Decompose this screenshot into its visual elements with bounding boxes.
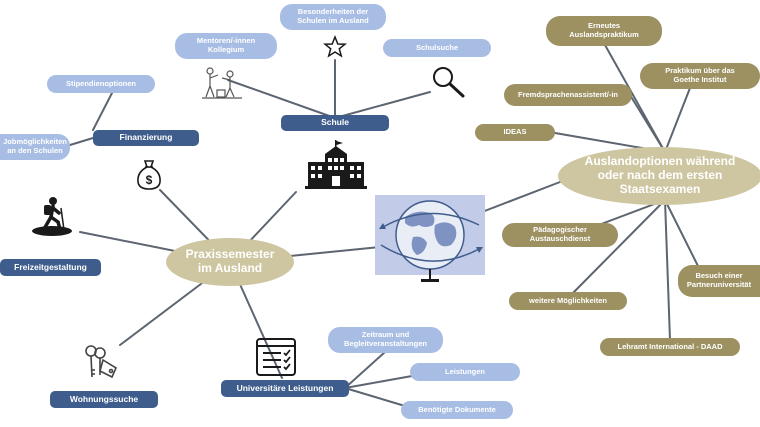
hub-praxissemester[interactable]: Praxissemester im Ausland [166, 238, 294, 286]
node-wohnungssuche[interactable]: Wohnungssuche [50, 391, 158, 408]
hub-auslandoptionen[interactable]: Auslandoptionen während oder nach dem er… [558, 147, 760, 205]
magnifier-icon [433, 67, 465, 98]
node-finanzierung[interactable]: Finanzierung [93, 130, 199, 146]
school-building-icon [305, 140, 367, 189]
node-mentoren[interactable]: Mentoren/-innen Kollegium [175, 33, 277, 59]
node-besonderheiten[interactable]: Besonderheiten der Schulen im Ausland [280, 4, 386, 30]
node-jobmoeglichkeiten[interactable]: Jobmöglichkeiten an den Schulen [0, 134, 70, 160]
star-icon [323, 35, 347, 58]
node-paedagogischer-austauschdienst[interactable]: Pädagogischer Austauschdienst [502, 223, 618, 247]
node-stipendienoptionen[interactable]: Stipendienoptionen [47, 75, 155, 93]
money-bag-icon: $ [137, 160, 161, 190]
globe-icon [375, 195, 485, 282]
node-praktikum-goethe[interactable]: Praktikum über das Goethe Institut [640, 63, 760, 89]
node-besuch-partneruniversitaet[interactable]: Besuch einer Partneruniversität [678, 265, 760, 297]
node-leistungen[interactable]: Leistungen [410, 363, 520, 381]
node-benoetigte-dokumente[interactable]: Benötigte Dokumente [401, 401, 513, 419]
node-schule[interactable]: Schule [281, 115, 389, 131]
node-lehramt-international[interactable]: Lehramt International - DAAD [600, 338, 740, 356]
mentoring-icon [202, 67, 242, 99]
checklist-icon [256, 338, 296, 376]
node-schulsuche[interactable]: Schulsuche [383, 39, 491, 57]
node-weitere-moeglichkeiten[interactable]: weitere Möglichkeiten [509, 292, 627, 310]
node-fremdsprachenassistent[interactable]: Fremdsprachenassistent/-in [504, 84, 632, 106]
keys-icon [85, 345, 118, 379]
node-ideas[interactable]: IDEAS [475, 124, 555, 141]
node-zeitraum[interactable]: Zeitraum und Begleitveranstaltungen [328, 327, 443, 353]
node-erneutes-auslandspraktikum[interactable]: Erneutes Auslandspraktikum [546, 16, 662, 46]
node-freizeitgestaltung[interactable]: Freizeitgestaltung [0, 259, 101, 276]
hiker-icon [32, 197, 72, 236]
node-universitaere-leistungen[interactable]: Universitäre Leistungen [221, 380, 349, 397]
svg-text:$: $ [146, 173, 153, 187]
